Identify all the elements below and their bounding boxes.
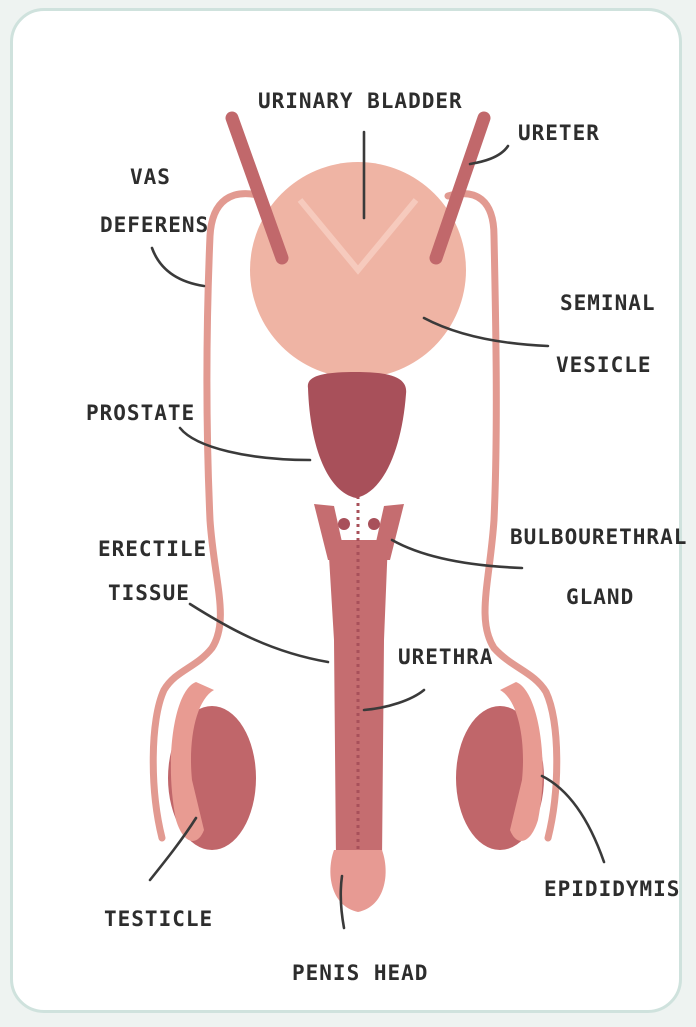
- label-vas-deferens-line2: DEFERENS: [100, 213, 209, 237]
- prostate-shape: [308, 372, 406, 498]
- label-penis-head: PENIS HEAD: [292, 961, 428, 985]
- label-erectile-tissue-line1: ERECTILE: [98, 537, 207, 561]
- bulbourethral-gland-left: [338, 518, 350, 530]
- label-erectile-tissue-line2: TISSUE: [108, 581, 190, 605]
- penis-head-shape: [330, 850, 385, 912]
- label-seminal-vesicle-line2: VESICLE: [556, 353, 652, 377]
- leader-bulbourethral-gland: [392, 540, 522, 568]
- label-vas-deferens-line1: VAS: [130, 165, 171, 189]
- label-epididymis: EPIDIDYMIS: [544, 877, 680, 901]
- label-urinary-bladder: URINARY BLADDER: [258, 89, 463, 113]
- label-testicle: TESTICLE: [104, 907, 213, 931]
- label-ureter: URETER: [518, 121, 600, 145]
- label-bulbourethral-gland-line1: BULBOURETHRAL: [510, 525, 687, 549]
- label-urethra: URETHRA: [398, 645, 494, 669]
- label-seminal-vesicle-line1: SEMINAL: [560, 291, 656, 315]
- label-bulbourethral-gland-line2: GLAND: [566, 585, 634, 609]
- leader-vas-deferens: [152, 248, 204, 286]
- leader-prostate: [180, 428, 310, 460]
- bulbourethral-gland-right: [368, 518, 380, 530]
- label-prostate: PROSTATE: [86, 401, 195, 425]
